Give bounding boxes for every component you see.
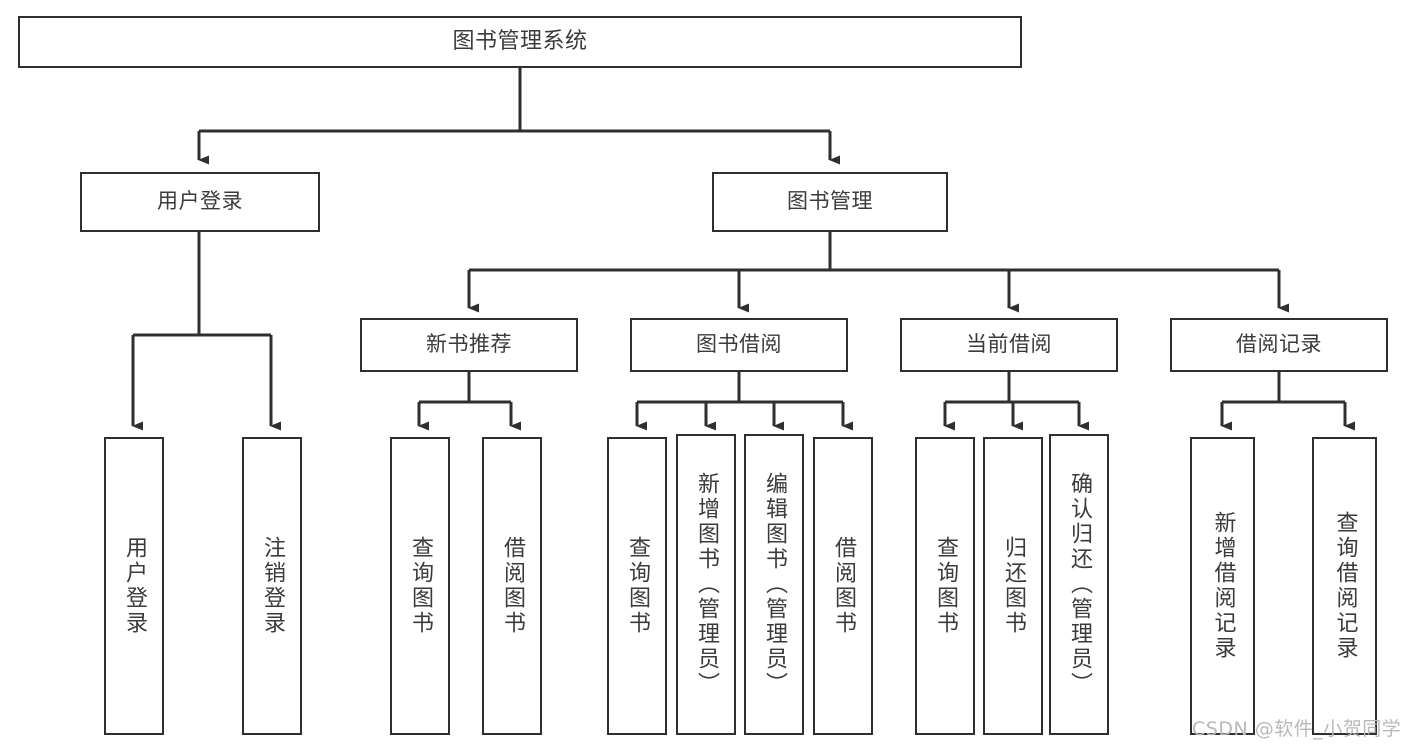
node-leaf-borrow-records-query-label: 查询借阅记录	[1332, 511, 1358, 661]
node-leaf-user-login-logout[interactable]: 注销登录	[242, 437, 302, 735]
node-current-borrow-label: 当前借阅	[966, 332, 1052, 357]
node-leaf-book-borrow-borrow-label: 借阅图书	[831, 536, 856, 636]
node-leaf-book-borrow-add[interactable]: 新增图书（管理员）	[676, 434, 736, 735]
node-leaf-borrow-records-query[interactable]: 查询借阅记录	[1312, 437, 1377, 735]
node-leaf-new-book-borrow[interactable]: 借阅图书	[482, 437, 542, 735]
node-user-login[interactable]: 用户登录	[80, 172, 320, 232]
node-leaf-current-borrow-query-label: 查询图书	[933, 536, 958, 636]
node-new-book-recommend[interactable]: 新书推荐	[360, 318, 578, 372]
node-borrow-records-label: 借阅记录	[1236, 332, 1322, 357]
node-leaf-new-book-borrow-label: 借阅图书	[500, 536, 525, 636]
node-book-management[interactable]: 图书管理	[712, 172, 948, 232]
node-root-system[interactable]: 图书管理系统	[18, 16, 1022, 68]
node-current-borrow[interactable]: 当前借阅	[900, 318, 1118, 372]
node-leaf-user-login-login-label: 用户登录	[122, 536, 147, 636]
node-leaf-current-borrow-return-label: 归还图书	[1001, 536, 1026, 636]
node-leaf-book-borrow-borrow[interactable]: 借阅图书	[813, 437, 873, 735]
node-leaf-borrow-records-add-label: 新增借阅记录	[1210, 511, 1236, 661]
node-leaf-new-book-query-label: 查询图书	[408, 536, 433, 636]
node-leaf-book-borrow-edit[interactable]: 编辑图书（管理员）	[744, 434, 804, 735]
node-book-borrow-label: 图书借阅	[696, 332, 782, 357]
node-leaf-current-borrow-confirm-return-label: 确认归还（管理员）	[1067, 472, 1092, 697]
node-leaf-current-borrow-confirm-return[interactable]: 确认归还（管理员）	[1049, 434, 1109, 735]
node-leaf-borrow-records-add[interactable]: 新增借阅记录	[1190, 437, 1255, 735]
node-new-book-recommend-label: 新书推荐	[426, 332, 512, 357]
node-root-system-label: 图书管理系统	[452, 28, 588, 54]
node-leaf-user-login-login[interactable]: 用户登录	[104, 437, 164, 735]
node-leaf-book-borrow-query-label: 查询图书	[625, 536, 650, 636]
node-leaf-current-borrow-query[interactable]: 查询图书	[915, 437, 975, 735]
node-leaf-new-book-query[interactable]: 查询图书	[390, 437, 450, 735]
node-leaf-book-borrow-query[interactable]: 查询图书	[607, 437, 667, 735]
node-book-borrow[interactable]: 图书借阅	[630, 318, 848, 372]
node-leaf-user-login-logout-label: 注销登录	[260, 536, 285, 636]
node-leaf-current-borrow-return[interactable]: 归还图书	[983, 437, 1043, 735]
node-book-management-label: 图书管理	[787, 189, 873, 214]
node-borrow-records[interactable]: 借阅记录	[1170, 318, 1388, 372]
node-leaf-book-borrow-add-label: 新增图书（管理员）	[694, 472, 719, 697]
node-leaf-book-borrow-edit-label: 编辑图书（管理员）	[762, 472, 787, 697]
node-user-login-label: 用户登录	[157, 189, 243, 214]
